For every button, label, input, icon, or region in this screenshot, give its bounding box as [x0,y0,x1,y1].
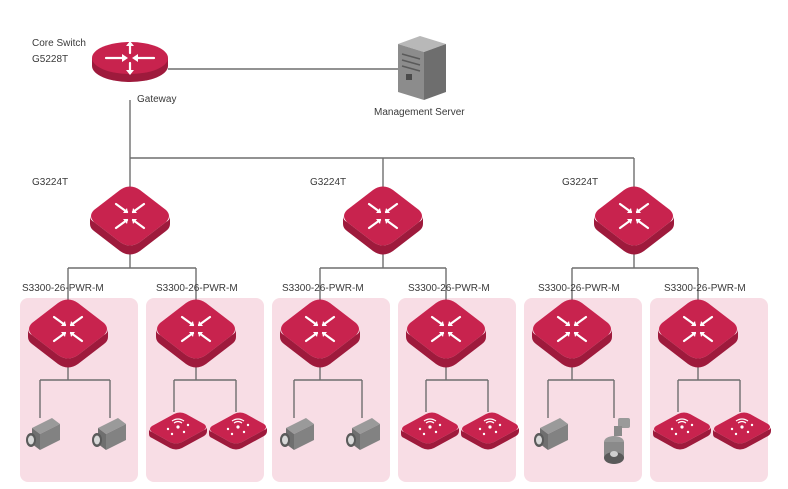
core-switch-label-line1: Core Switch [32,38,86,49]
access-label-3: S3300-26-PWR-M [282,283,364,294]
aggregation-label-1: G3224T [32,177,68,188]
access-label-1: S3300-26-PWR-M [22,283,104,294]
access-label-2: S3300-26-PWR-M [156,283,238,294]
access-label-6: S3300-26-PWR-M [664,283,746,294]
aggregation-switch-icon-2 [341,185,425,256]
aggregation-switch-icon-3 [592,185,676,256]
aggregation-label-3: G3224T [562,177,598,188]
aggregation-label-2: G3224T [310,177,346,188]
core-switch-label-line2: G5228T [32,54,68,65]
access-label-4: S3300-26-PWR-M [408,283,490,294]
gateway-label: Gateway [137,94,176,105]
aggregation-switch-icon-1 [88,185,172,256]
access-panels [20,298,768,482]
server-label: Management Server [374,107,465,118]
access-label-5: S3300-26-PWR-M [538,283,620,294]
server-icon [398,36,446,100]
core-switch-icon [92,41,168,82]
